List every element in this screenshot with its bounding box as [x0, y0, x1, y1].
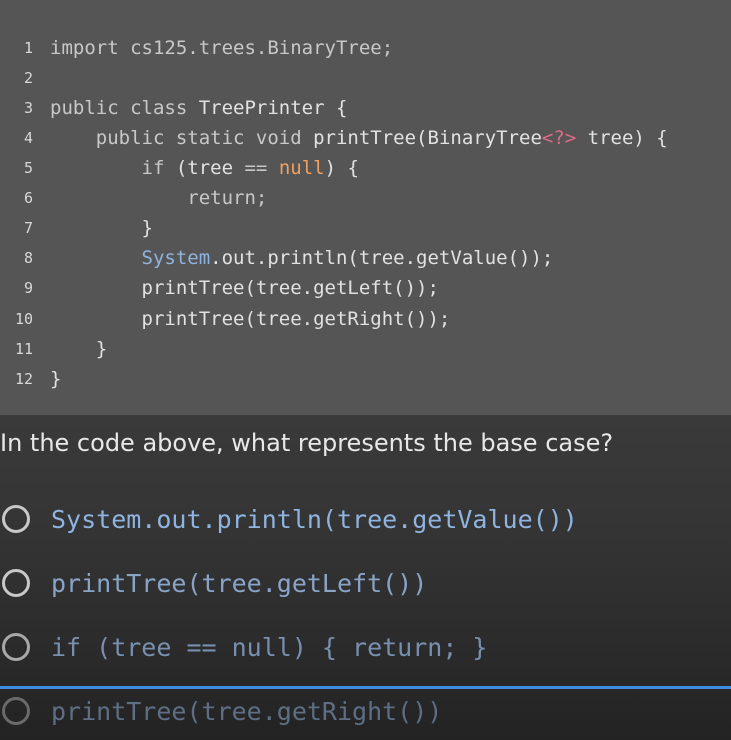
answer-option-label[interactable]: printTree(tree.getLeft()) — [51, 569, 428, 598]
answer-option-3[interactable]: if (tree == null) { return; } — [0, 628, 731, 672]
code-token: public class — [50, 97, 188, 119]
code-panel: 1 import cs125.trees.BinaryTree; 2 3 public … — [0, 0, 731, 415]
radio-button-icon[interactable] — [2, 569, 30, 597]
code-text: public static void printTree(BinaryTree<… — [50, 123, 668, 153]
code-text: System.out.println(tree.getValue()); — [50, 243, 554, 273]
code-text: return; — [50, 183, 267, 213]
radio-button-icon[interactable] — [2, 633, 30, 661]
code-token: <?> — [541, 127, 577, 149]
radio-button-icon[interactable] — [2, 697, 30, 725]
answer-option-label[interactable]: if (tree == null) { return; } — [51, 633, 488, 662]
code-text: } — [50, 334, 107, 364]
line-number: 10 — [14, 310, 33, 328]
line-number: 12 — [14, 370, 33, 388]
line-number: 1 — [23, 39, 33, 57]
code-text: if (tree == null) { — [50, 153, 359, 183]
code-token: printTree(BinaryTree — [301, 127, 542, 149]
answer-option-4[interactable]: printTree(tree.getRight()) — [0, 692, 731, 736]
code-token: import cs125.trees.BinaryTree; — [50, 37, 394, 59]
question-area — [0, 415, 731, 740]
code-token: System — [141, 247, 211, 269]
code-text: } — [50, 213, 153, 243]
divider — [0, 686, 731, 689]
code-token: .out.println(tree.getValue()); — [210, 247, 554, 269]
code-token — [50, 247, 142, 269]
code-token: printTree(tree.getRight()); — [50, 308, 451, 330]
line-number: 7 — [23, 219, 33, 237]
code-text: } — [50, 364, 61, 394]
answer-option-1[interactable]: System.out.println(tree.getValue()) — [0, 500, 731, 544]
answer-option-label[interactable]: System.out.println(tree.getValue()) — [51, 505, 578, 534]
line-number: 3 — [23, 99, 33, 117]
line-number: 8 — [23, 249, 33, 267]
code-token: } — [50, 368, 62, 390]
code-token: } — [50, 217, 153, 239]
code-token: return; — [50, 187, 268, 209]
line-number: 11 — [14, 340, 33, 358]
code-token: (tree — [164, 157, 245, 179]
answer-option-2[interactable]: printTree(tree.getLeft()) — [0, 564, 731, 608]
code-text: printTree(tree.getRight()); — [50, 304, 451, 334]
line-number: 5 — [23, 159, 33, 177]
code-token: } — [50, 338, 108, 360]
code-text: import cs125.trees.BinaryTree; — [50, 33, 393, 63]
code-text: printTree(tree.getLeft()); — [50, 273, 439, 303]
code-token: if — [50, 157, 165, 179]
code-token: public static void — [50, 127, 302, 149]
line-number: 6 — [23, 189, 33, 207]
code-token: ) { — [324, 157, 359, 179]
code-token: == — [244, 157, 268, 179]
line-number: 4 — [23, 129, 33, 147]
code-token: null — [278, 157, 325, 179]
code-token: TreePrinter { — [187, 97, 348, 119]
line-number: 2 — [23, 69, 33, 87]
line-number: 9 — [23, 279, 33, 297]
question-text: In the code above, what represents the b… — [0, 429, 614, 457]
radio-button-icon[interactable] — [2, 505, 30, 533]
code-token — [267, 157, 278, 179]
answer-option-label[interactable]: printTree(tree.getRight()) — [51, 697, 443, 726]
code-token: tree) { — [576, 127, 668, 149]
code-text: public class TreePrinter { — [50, 93, 347, 123]
code-token: printTree(tree.getLeft()); — [50, 277, 439, 299]
